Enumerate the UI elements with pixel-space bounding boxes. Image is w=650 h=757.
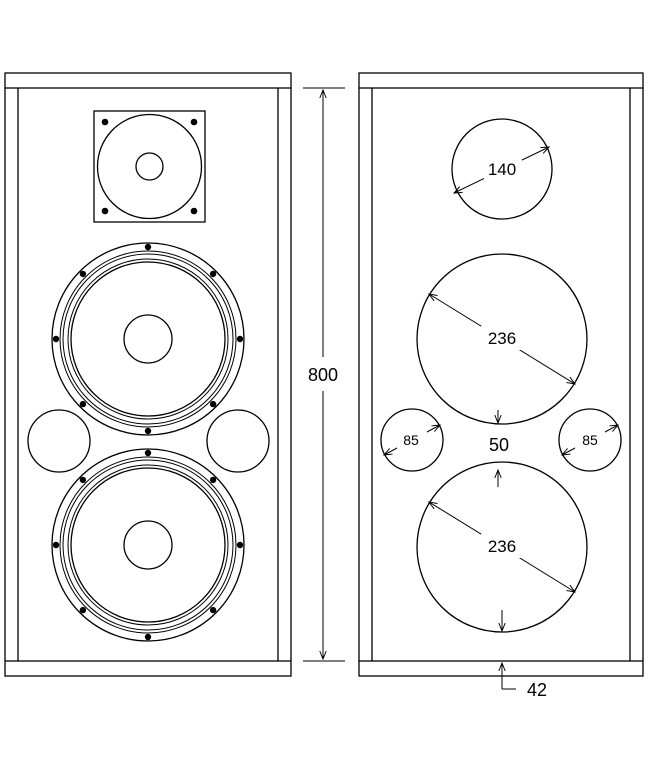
woofer-bolt	[209, 476, 217, 484]
tweeter-cutout: 140	[451, 118, 553, 220]
tweeter-screw	[190, 118, 198, 126]
woofer-bolt	[209, 400, 217, 408]
front-cabinet-outline	[4, 72, 292, 677]
woofer-bolt	[79, 476, 87, 484]
woofer-upper	[51, 242, 245, 436]
woofer-gap-dimension: 50	[489, 410, 509, 487]
tweeter-diameter-label: 140	[488, 160, 516, 179]
woofer-bolt	[144, 449, 152, 457]
port-left-diameter-label: 85	[403, 432, 419, 448]
woofer-lower	[51, 448, 245, 642]
woofer-lower-diameter-label: 236	[488, 537, 516, 556]
woofer-bolts	[52, 243, 244, 435]
tweeter-ring	[96, 113, 203, 220]
woofer-upper-diameter-label: 236	[488, 329, 516, 348]
woofer-bolt	[79, 270, 87, 278]
bottom-offset-label: 42	[527, 680, 547, 700]
tweeter	[93, 110, 206, 223]
height-dimension: 800	[303, 87, 345, 662]
tweeter-screw	[101, 207, 109, 215]
port-left-cutout: 85	[380, 408, 444, 472]
woofer-bolt	[236, 541, 244, 549]
port-right-diameter-label: 85	[582, 432, 598, 448]
woofer-upper-cutout: 236	[416, 253, 588, 425]
woofer-bolt	[52, 335, 60, 343]
woofer-gap-label: 50	[489, 435, 509, 455]
woofer-bolts	[52, 449, 244, 641]
woofer-dust-cap	[123, 314, 173, 364]
front-port-left	[27, 409, 91, 473]
woofer-bolt	[236, 335, 244, 343]
tweeter-screw	[190, 207, 198, 215]
woofer-dust-cap	[123, 520, 173, 570]
baffle-cabinet-outline	[358, 72, 644, 677]
woofer-bolt	[209, 606, 217, 614]
woofer-bolt	[144, 427, 152, 435]
woofer-lower-cutout: 236	[416, 461, 588, 633]
tweeter-screw	[101, 118, 109, 126]
height-label: 800	[308, 365, 338, 385]
woofer-bolt	[79, 606, 87, 614]
woofer-bolt	[79, 400, 87, 408]
woofer-bolt	[144, 633, 152, 641]
tweeter-plate	[93, 110, 206, 223]
woofer-bolt	[52, 541, 60, 549]
front-port-right	[206, 409, 270, 473]
bottom-offset-dimension: 42	[502, 610, 547, 700]
woofer-bolt	[144, 243, 152, 251]
woofer-bolt	[209, 270, 217, 278]
port-right-cutout: 85	[558, 408, 622, 472]
baffle-view: 140 236 85 85 50	[358, 72, 644, 700]
front-view	[4, 72, 292, 677]
tweeter-dome	[135, 152, 164, 181]
